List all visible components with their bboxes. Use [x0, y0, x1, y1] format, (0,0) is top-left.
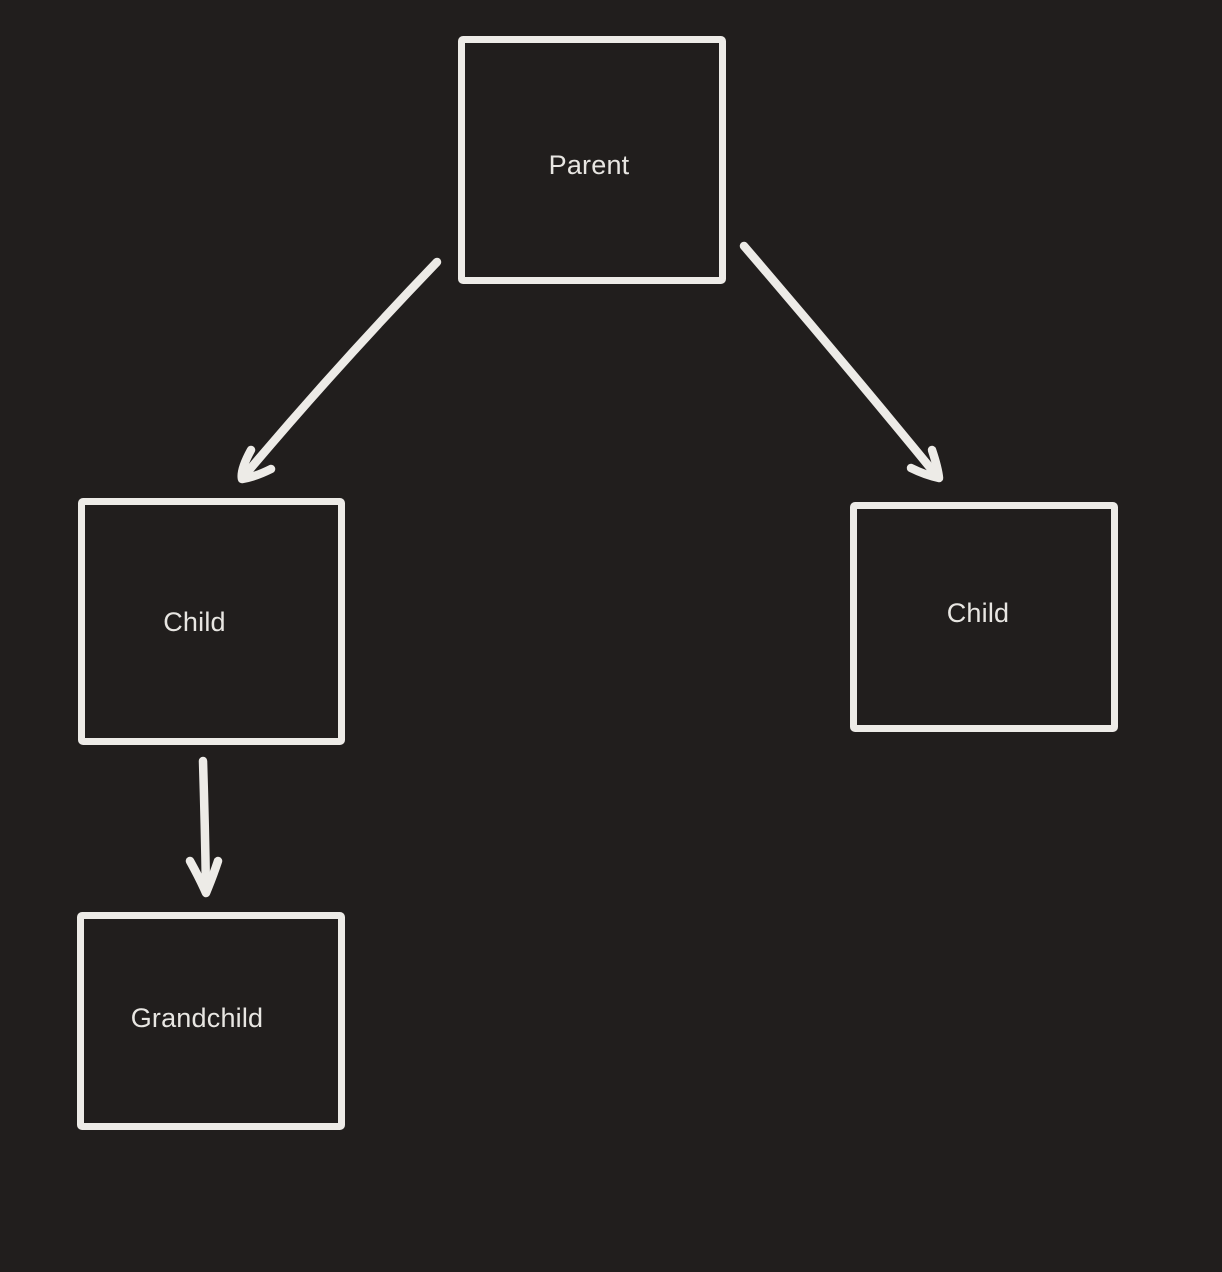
- arrow-head: [185, 856, 223, 898]
- node-child-left-label: Child: [163, 607, 226, 637]
- arrow-head: [237, 445, 276, 484]
- node-child-right-label: Child: [946, 597, 1010, 628]
- edge-parent-to-child-right[interactable]: [739, 241, 944, 483]
- node-grandchild[interactable]: Grandchild: [77, 912, 345, 1130]
- edge-child-left-to-grandchild[interactable]: [185, 756, 223, 898]
- arrow-head: [906, 445, 944, 483]
- node-grandchild-label: Grandchild: [130, 1002, 264, 1033]
- node-child-left[interactable]: Child: [78, 498, 345, 745]
- node-child-right[interactable]: Child: [850, 502, 1118, 732]
- node-parent[interactable]: Parent: [458, 36, 726, 284]
- node-parent-label: Parent: [548, 149, 630, 180]
- arrow-shaft: [198, 756, 211, 896]
- arrow-shaft: [739, 241, 942, 481]
- arrow-shaft: [240, 257, 442, 480]
- edge-parent-to-child-left[interactable]: [237, 257, 442, 484]
